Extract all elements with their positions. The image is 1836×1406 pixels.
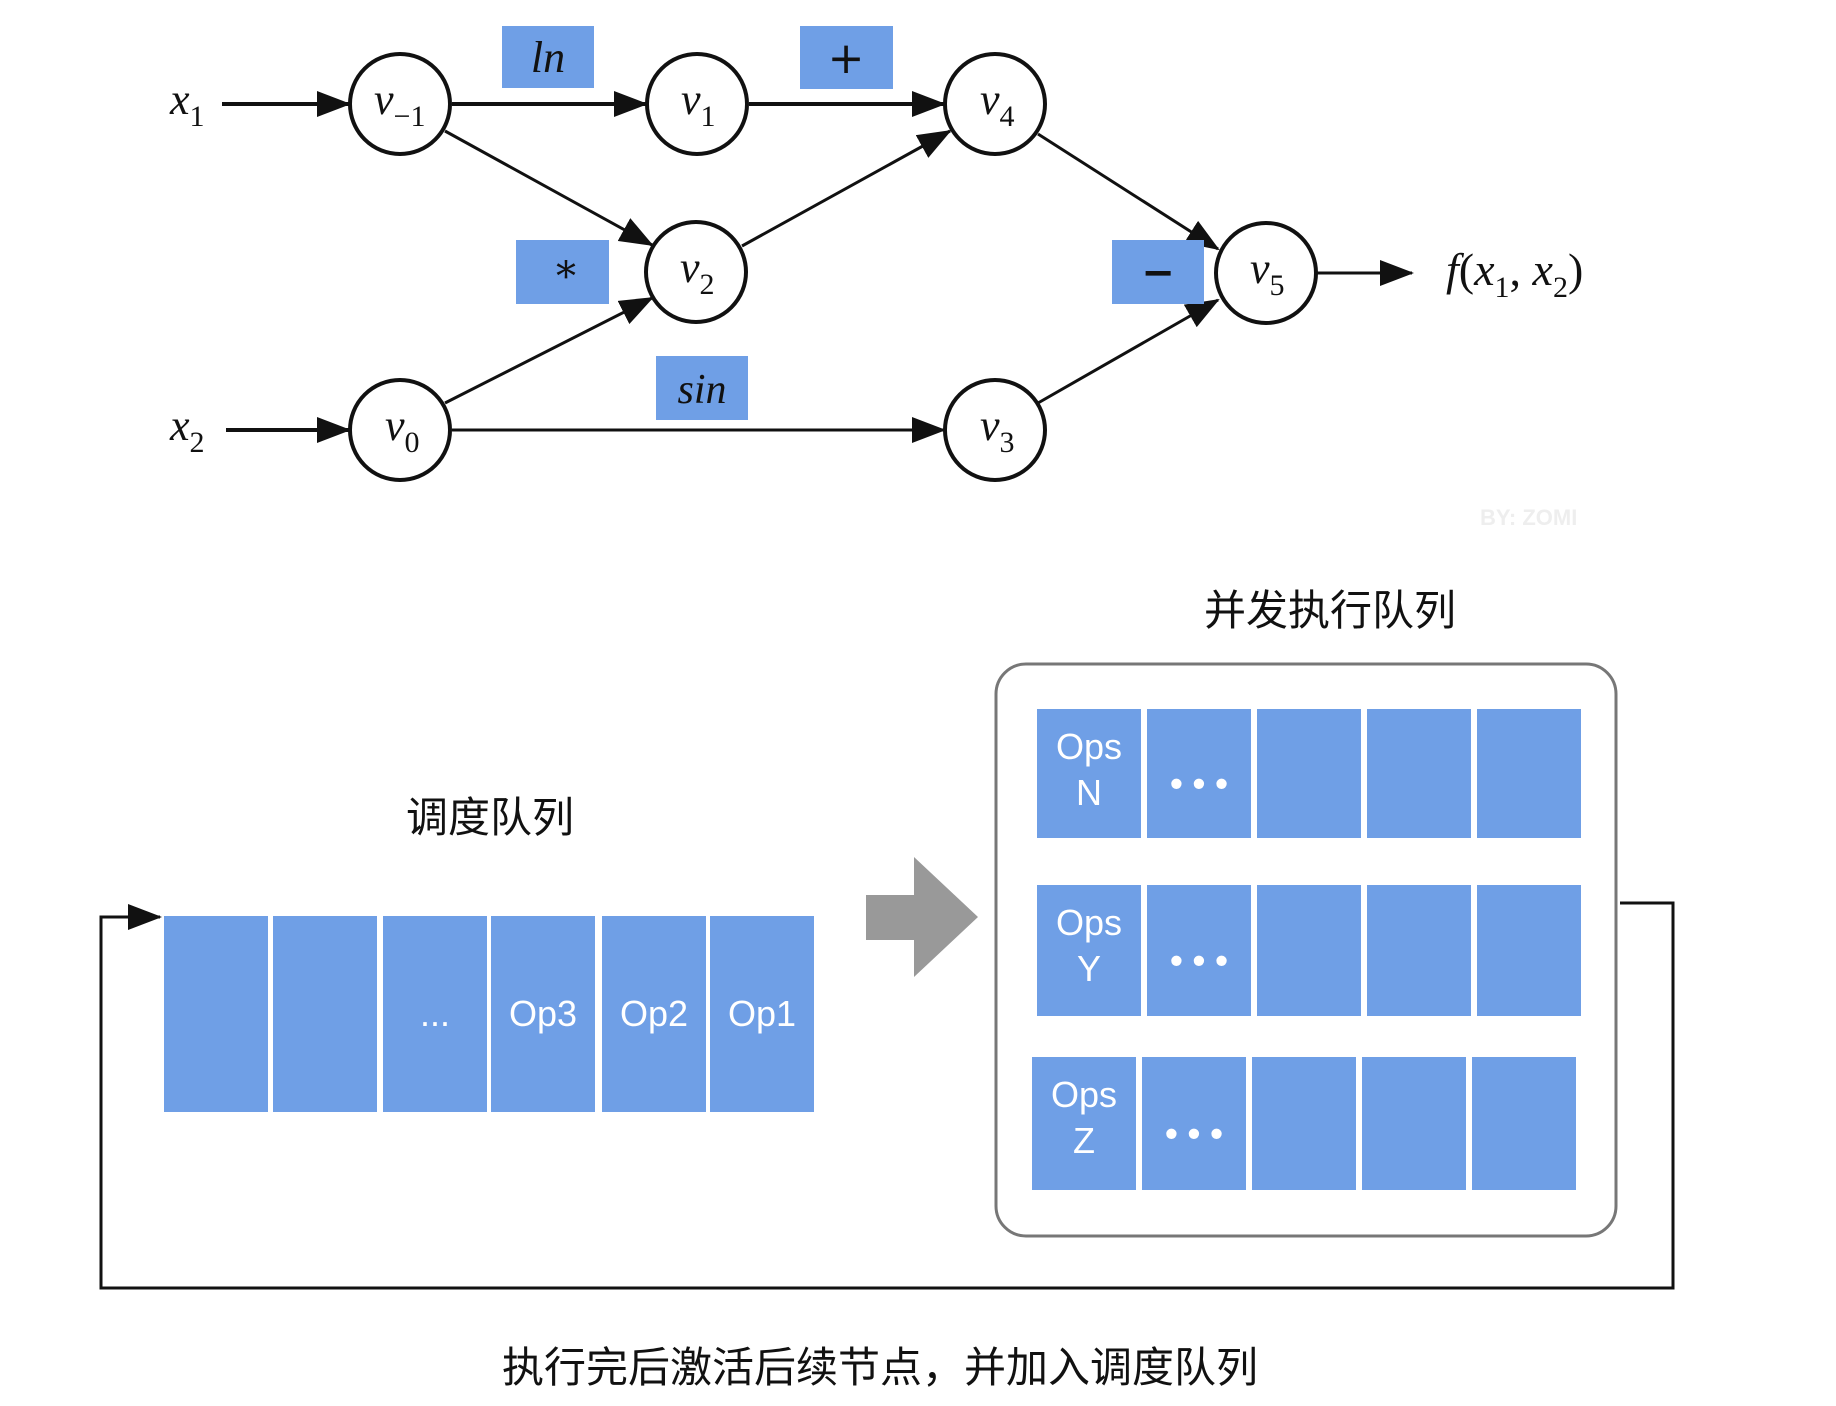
concurrent-queue-cell-label: • • •	[1170, 763, 1228, 804]
concurrent-queue-cell	[1257, 885, 1361, 1016]
edge-v0-v2	[444, 296, 654, 405]
feedback-line	[99, 901, 1675, 1290]
node-v2: v2	[644, 220, 748, 324]
schedule-queue-cell-label: ...	[420, 993, 450, 1034]
concurrent-queue-cell	[1252, 1057, 1356, 1190]
schedule-queue-cell	[164, 916, 268, 1112]
svg-text:sin: sin	[677, 367, 726, 413]
concurrent-queue-head-cell	[1037, 885, 1141, 1016]
edge-v3-v5	[1037, 298, 1220, 405]
concurrent-queue-cell	[1367, 885, 1471, 1016]
concurrent-queue-head-label: Ops	[1051, 1074, 1117, 1115]
concurrent-queue-cell	[1147, 709, 1251, 838]
schedule-queue-cell-label: Op2	[620, 993, 688, 1034]
concurrent-queue-cell-label: • • •	[1170, 940, 1228, 981]
svg-text:v4: v4	[980, 75, 1015, 133]
feedback-caption: 执行完后激活后续节点，并加入调度队列	[502, 1343, 1258, 1392]
node-v0: v0	[348, 378, 452, 482]
op-minus: −	[1112, 240, 1204, 304]
schedule-queue-cell-label: Op3	[509, 993, 577, 1034]
op-sin: sin	[656, 356, 748, 420]
schedule-queue-cell: Op2	[602, 916, 706, 1112]
svg-text:v1: v1	[681, 75, 716, 133]
schedule-queue-cell	[273, 916, 377, 1112]
concurrent-queue-head-id: Z	[1073, 1120, 1095, 1161]
concurrent-queue-head-label: Ops	[1056, 902, 1122, 943]
node-v1: v1	[645, 52, 749, 156]
concurrent-queue-cell	[1362, 1057, 1466, 1190]
node-v-minus1: v−1	[348, 52, 452, 156]
dispatch-arrow-icon	[866, 857, 978, 977]
svg-text:v−1: v−1	[374, 75, 425, 133]
node-v5: v5	[1214, 221, 1318, 325]
edge-v2-v4	[741, 129, 952, 248]
concurrent-queue-head-label: Ops	[1056, 726, 1122, 767]
svg-text:v3: v3	[980, 401, 1015, 459]
schedule-queue-cell: Op3	[491, 916, 595, 1112]
op-plus: +	[800, 26, 893, 89]
svg-text:+: +	[828, 33, 865, 84]
schedule-queue: 调度队列 ... Op3 Op2 Op1	[164, 793, 814, 1112]
watermark: BY: ZOMI	[1480, 505, 1577, 530]
schedule-queue-cell-label: Op1	[728, 993, 796, 1034]
svg-text:v0: v0	[385, 401, 420, 459]
schedule-queue-cell: Op1	[710, 916, 814, 1112]
concurrent-queue-cell	[1477, 709, 1581, 838]
input-x1: x1	[169, 75, 205, 133]
edge-v4-v5	[1037, 132, 1220, 251]
concurrent-queue-cell	[1147, 885, 1251, 1016]
feedback-loop: 执行完后激活后续节点，并加入调度队列	[99, 901, 1675, 1392]
concurrent-queue-cell	[1477, 885, 1581, 1016]
edge-vm1-v2	[444, 129, 654, 247]
svg-text:ln: ln	[531, 33, 565, 82]
concurrent-queue-cell	[1367, 709, 1471, 838]
concurrent-queue-head-cell	[1037, 709, 1141, 838]
concurrent-queue-head-cell	[1032, 1057, 1136, 1190]
svg-text:v2: v2	[680, 243, 715, 301]
schedule-queue-title: 调度队列	[406, 793, 574, 842]
svg-text:−: −	[1141, 250, 1175, 296]
schedule-queue-cell: ...	[383, 916, 487, 1112]
op-ln: ln	[502, 26, 594, 88]
svg-text:*: *	[556, 254, 576, 300]
concurrent-queue-head-id: N	[1076, 772, 1102, 813]
op-mul: *	[516, 240, 609, 304]
svg-text:v5: v5	[1250, 244, 1285, 302]
computation-graph: ln + * sin − v−1 v0 v1	[169, 26, 1583, 530]
concurrent-queue-cell	[1142, 1057, 1246, 1190]
concurrent-queue-head-id: Y	[1077, 948, 1101, 989]
node-v3: v3	[943, 378, 1047, 482]
input-x2: x2	[169, 401, 205, 459]
concurrent-queue-title: 并发执行队列	[1204, 586, 1456, 635]
concurrent-queue-cell	[1257, 709, 1361, 838]
output-function: f(x1, x2)	[1446, 244, 1583, 304]
concurrent-queue-cell	[1472, 1057, 1576, 1190]
node-v4: v4	[943, 52, 1047, 156]
concurrent-queue-cell-label: • • •	[1165, 1113, 1223, 1154]
